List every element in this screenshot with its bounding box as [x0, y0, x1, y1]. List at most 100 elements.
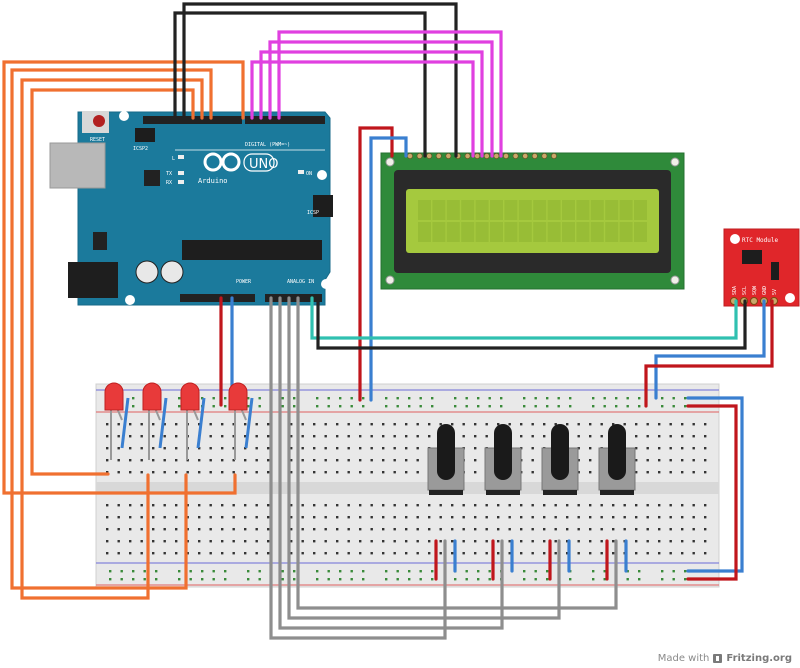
breadboard-hole: [623, 423, 626, 426]
lcd-char-cell: [547, 222, 561, 242]
breadboard-hole: [681, 540, 684, 543]
breadboard-hole: [244, 471, 247, 474]
usb-port: [49, 142, 106, 189]
breadboard-hole: [152, 435, 155, 438]
rail-hole: [201, 578, 204, 581]
lcd-char-cell: [562, 200, 575, 220]
breadboard-hole: [566, 528, 569, 531]
lcd-char-cell: [418, 200, 431, 220]
rail-hole: [293, 397, 296, 400]
breadboard-hole: [140, 516, 143, 519]
breadboard-hole: [163, 447, 166, 450]
breadboard-hole: [577, 528, 580, 531]
breadboard-hole: [290, 447, 293, 450]
breadboard-hole: [152, 516, 155, 519]
breadboard-hole: [474, 471, 477, 474]
breadboard-hole: [393, 447, 396, 450]
breadboard-hole: [267, 423, 270, 426]
breadboard-hole: [612, 540, 615, 543]
wire-lcd-data-1: [250, 60, 475, 158]
breadboard-hole: [301, 459, 304, 462]
breadboard-hole: [313, 552, 316, 555]
rail-hole: [523, 578, 526, 581]
breadboard-hole: [566, 552, 569, 555]
rail-hole: [615, 397, 618, 400]
breadboard-hole: [474, 528, 477, 531]
breadboard-hole: [416, 471, 419, 474]
lcd-pin: [435, 153, 442, 159]
rail-hole: [143, 570, 146, 573]
breadboard-hole: [600, 435, 603, 438]
rail-hole: [143, 578, 146, 581]
wire-rail-5v-bridge: [686, 404, 738, 581]
wire-lcd-black-1: [173, 11, 427, 158]
breadboard-hole: [451, 552, 454, 555]
breadboard-hole: [554, 516, 557, 519]
breadboard-hole: [612, 516, 615, 519]
breadboard-hole: [543, 552, 546, 555]
breadboard-hole: [129, 504, 132, 507]
lcd-char-cell: [518, 200, 532, 220]
wire-rtc-5v: [644, 299, 774, 408]
breadboard-hole: [669, 435, 672, 438]
breadboard-hole: [255, 540, 258, 543]
brand-label: Arduino: [198, 177, 228, 185]
breadboard-hole: [255, 435, 258, 438]
breadboard-hole: [692, 552, 695, 555]
lcd-char-cell: [533, 200, 547, 220]
breadboard-hole: [658, 423, 661, 426]
breadboard-hole: [508, 528, 511, 531]
rail-hole: [258, 578, 261, 581]
breadboard-hole: [520, 540, 523, 543]
breadboard-hole: [347, 528, 350, 531]
breadboard-hole: [439, 552, 442, 555]
rail-hole: [385, 405, 388, 408]
rail-hole: [350, 397, 353, 400]
breadboard-hole: [324, 459, 327, 462]
breadboard-hole: [370, 435, 373, 438]
rail-hole: [350, 578, 353, 581]
breadboard-hole: [474, 516, 477, 519]
breadboard-hole: [646, 528, 649, 531]
breadboard-hole: [577, 504, 580, 507]
breadboard-hole: [221, 423, 224, 426]
breadboard-hole: [152, 504, 155, 507]
breadboard-hole: [612, 423, 615, 426]
breadboard-hole: [290, 540, 293, 543]
breadboard-hole: [451, 528, 454, 531]
breadboard-hole: [612, 528, 615, 531]
breadboard-hole: [209, 447, 212, 450]
breadboard-hole: [117, 504, 120, 507]
breadboard-hole: [405, 540, 408, 543]
breadboard-hole: [290, 471, 293, 474]
rail-hole: [603, 397, 606, 400]
lcd-pin: [407, 153, 413, 159]
lcd-char-cell: [605, 222, 619, 242]
lcd-screen: [406, 189, 659, 253]
breadboard-hole: [485, 423, 488, 426]
rail-hole: [477, 570, 480, 573]
breadboard-hole: [669, 423, 672, 426]
breadboard-hole: [669, 540, 672, 543]
breadboard-hole: [117, 435, 120, 438]
lcd-char-cell: [432, 222, 446, 242]
breadboard-hole: [221, 540, 224, 543]
lcd-char-cell: [461, 222, 475, 242]
reset-button[interactable]: [93, 115, 105, 127]
breadboard-hole: [301, 504, 304, 507]
breadboard-hole: [370, 540, 373, 543]
breadboard-hole: [106, 540, 109, 543]
lcd-pin: [512, 153, 519, 159]
rail-hole: [661, 570, 664, 573]
breadboard-hole: [313, 504, 316, 507]
breadboard-hole: [589, 516, 592, 519]
wire-analog-a2: [287, 296, 561, 620]
rail-hole: [212, 405, 215, 408]
breadboard-hole: [405, 516, 408, 519]
digital-header-2: [245, 116, 325, 124]
breadboard-hole: [186, 552, 189, 555]
breadboard-hole: [428, 516, 431, 519]
breadboard-hole: [531, 471, 534, 474]
breadboard-hole: [290, 504, 293, 507]
breadboard-hole: [324, 540, 327, 543]
